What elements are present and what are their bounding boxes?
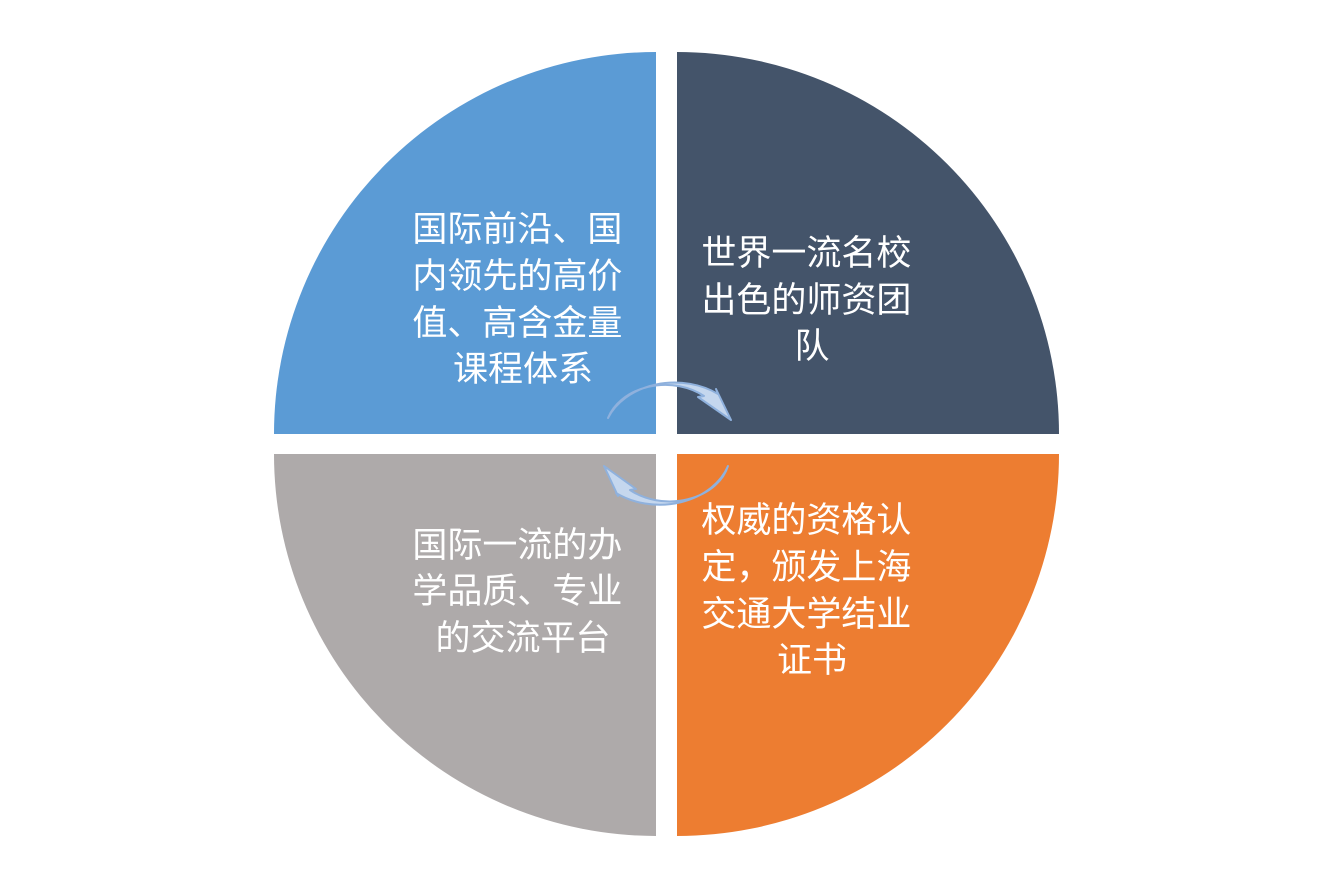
quadrant-top-left-text: 国际前沿、国 内领先的高价 值、高含金量 课程体系 [412,210,633,390]
quadrant-top-left-line: 内领先的高价 [412,257,622,297]
quadrant-top-right-line: 世界一流名校 [701,234,911,274]
quadrant-top-right-text: 世界一流名校 出色的师资团 队 [701,234,922,367]
quadrant-top-right [677,52,1059,434]
quadrant-top-left [274,52,656,434]
quadrant-bottom-left-line: 的交流平台 [435,619,610,659]
quadrant-top-right-line: 队 [794,327,829,367]
quadrant-bottom-right-line: 交通大学结业 [701,595,911,635]
quadrant-bottom-right-line: 定，颁发上海 [701,548,911,588]
quadrant-bottom-right-line: 权威的资格认 [701,501,911,541]
quadrant-bottom-left-text: 国际一流的办 学品质、专业 的交流平台 [412,526,633,659]
cycle-arrow-bottom-icon [603,465,729,506]
quadrant-bottom-right [677,454,1059,836]
quadrant-bottom-right-text: 权威的资格认 定，颁发上海 交通大学结业 证书 [701,501,922,681]
quadrant-top-left-line: 值、高含金量 [412,304,622,344]
quadrant-top-right-line: 出色的师资团 [701,281,911,321]
quadrant-bottom-left [274,454,656,836]
quadrant-top-left-line: 国际前沿、国 [412,210,622,250]
quadrant-top-left-line: 课程体系 [453,350,593,390]
quadrant-bottom-right-line: 证书 [777,641,847,681]
cycle-arrow-top-icon [607,381,732,421]
quadrant-bottom-left-line: 学品质、专业 [412,572,622,612]
quadrant-bottom-left-line: 国际一流的办 [412,526,622,566]
